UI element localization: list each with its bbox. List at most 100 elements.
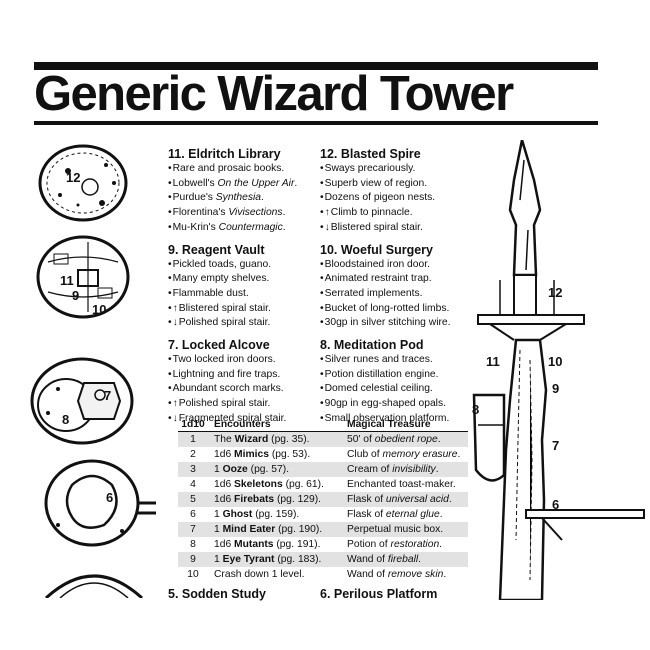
tower-label-12: 12 xyxy=(548,285,563,300)
roll-cell: 5 xyxy=(190,494,196,505)
room-section: 8. Meditation PodSilver runes and traces… xyxy=(320,337,451,427)
treasure-magic-italic: restoration xyxy=(390,539,440,550)
room-heading: 8. Meditation Pod xyxy=(320,338,424,353)
room-feature: Small observation platform. xyxy=(320,412,451,427)
room-feature: ↑Blistered spiral stair. xyxy=(168,302,297,317)
room-feature: ↑Climb to pinnacle. xyxy=(320,206,451,221)
room-feature: Superb view of region. xyxy=(320,177,451,192)
floor-plan-12-11 xyxy=(38,144,128,222)
encounter-page: (pg. 183). xyxy=(274,554,322,565)
encounter-cell: 1d6 Mimics (pg. 53). xyxy=(208,447,347,462)
feature-text: Bloodstained iron door. xyxy=(324,258,430,270)
roll-cell: 8 xyxy=(190,539,196,550)
treasure-cell: Cream of invisibility. xyxy=(347,462,468,477)
room-feature: ↓Fragmented spiral stair. xyxy=(168,412,297,427)
room-feature: Pickled toads, guano. xyxy=(168,258,297,273)
treasure-text: Cream of xyxy=(347,464,393,475)
treasure-text: Wand of xyxy=(347,569,388,580)
feature-text-end: . xyxy=(261,192,264,204)
encounter-cell: 1d6 Firebats (pg. 129). xyxy=(208,492,347,507)
feature-text: Florentina's xyxy=(172,207,229,219)
encounter-count: 1 xyxy=(214,554,223,565)
encounter-count: 1 xyxy=(214,464,223,475)
tower-label-10: 10 xyxy=(548,354,563,369)
room-feature: Bucket of long-rotted limbs. xyxy=(320,302,451,317)
tower-cross-section xyxy=(472,140,645,600)
header-encounters: Encounters xyxy=(214,419,271,430)
encounter-monster: Firebats xyxy=(234,494,275,505)
room-feature: 90gp in egg-shaped opals. xyxy=(320,397,451,412)
floor-label-12: 12 xyxy=(66,170,81,185)
treasure-text-end: . xyxy=(448,494,452,505)
treasure-text: Flask of xyxy=(347,494,386,505)
feature-text: Many empty shelves. xyxy=(172,273,270,285)
encounter-page: (pg. 191). xyxy=(273,539,321,550)
encounter-cell: 1 Ooze (pg. 57). xyxy=(208,462,347,477)
feature-text-end: . xyxy=(294,177,298,189)
section-heading-perilous-platform: 6. Perilous Platform xyxy=(320,587,438,601)
feature-text: Potion distillation engine. xyxy=(324,368,439,380)
treasure-text-end: . xyxy=(418,554,422,565)
room-feature: Flammable dust. xyxy=(168,287,297,302)
treasure-cell: Enchanted toast-maker. xyxy=(347,477,468,492)
feature-text: Rare and prosaic books. xyxy=(172,163,285,174)
treasure-text: Club of xyxy=(347,449,383,460)
header-treasure: Magical Treasure xyxy=(347,419,431,430)
floor-label-7: 7 xyxy=(104,388,112,403)
encounter-cell: 1 Mind Eater (pg. 190). xyxy=(208,522,347,537)
feature-text: Purdue's xyxy=(172,192,216,204)
encounter-count: 1d6 xyxy=(214,494,235,505)
room-feature: Two locked iron doors. xyxy=(168,353,297,368)
room-feature: Purdue's Synthesia. xyxy=(168,191,297,206)
room-feature: Mu-Krin's Countermagic. xyxy=(168,221,297,236)
encounter-cell: 1 Eye Tyrant (pg. 183). xyxy=(208,552,347,567)
room-heading: 9. Reagent Vault xyxy=(168,242,265,257)
room-feature: Rare and prosaic books. xyxy=(168,162,297,177)
encounter-count: Crash down 1 level. xyxy=(214,569,305,580)
tower-label-8: 8 xyxy=(472,402,480,417)
treasure-text: 50' of xyxy=(347,434,375,445)
feature-text: Polished spiral stair. xyxy=(178,398,271,410)
treasure-magic-italic: remove skin xyxy=(387,569,444,580)
room-heading: 12. Blasted Spire xyxy=(320,147,421,161)
treasure-text: Enchanted toast-maker. xyxy=(347,479,456,490)
treasure-cell: Potion of restoration. xyxy=(347,537,468,552)
floor-plan-6 xyxy=(44,459,156,547)
room-feature-list: Rare and prosaic books.Lobwell's On the … xyxy=(168,162,298,236)
room-feature: Lightning and fire traps. xyxy=(168,368,297,383)
room-feature: Potion distillation engine. xyxy=(320,368,451,383)
room-feature: Animated restraint trap. xyxy=(320,272,451,287)
feature-text: Flammable dust. xyxy=(172,287,249,299)
room-feature: Many empty shelves. xyxy=(168,272,297,287)
room-feature-list: Sways precariously. Superb view of region… xyxy=(320,162,451,236)
feature-text: 30gp in silver stitching wire. xyxy=(324,317,451,329)
treasure-text-end: . xyxy=(437,434,441,445)
room-section: 10. Woeful SurgeryBloodstained iron door… xyxy=(320,242,451,332)
encounter-page: (pg. 61). xyxy=(282,479,324,490)
feature-text: Sways precariously. xyxy=(324,163,416,174)
encounter-cell: Crash down 1 level. xyxy=(208,567,347,582)
feature-text: Blistered spiral stair. xyxy=(178,302,271,314)
feature-title-italic: Vivisections xyxy=(228,207,283,219)
feature-text: Abundant scorch marks. xyxy=(172,383,284,395)
tower-label-6: 6 xyxy=(552,497,560,512)
room-feature: Silver runes and traces. xyxy=(320,353,451,368)
table-header-row: 1d10 Encounters Magical Treasure xyxy=(178,417,468,432)
treasure-cell: Perpetual music box. xyxy=(347,522,468,537)
feature-text: Serrated implements. xyxy=(324,287,423,299)
floor-plan-8-7 xyxy=(30,357,134,445)
rooms-column-left: 11. Eldritch LibraryRare and prosaic boo… xyxy=(168,146,297,433)
floor-label-6: 6 xyxy=(106,490,114,505)
room-feature: ↓Blistered spiral stair. xyxy=(320,221,451,236)
section-heading-sodden-study: 5. Sodden Study xyxy=(168,587,266,601)
encounter-monster: Ooze xyxy=(222,464,248,475)
roll-cell: 10 xyxy=(187,569,199,580)
encounter-page: (pg. 35). xyxy=(268,434,310,445)
room-section: 7. Locked AlcoveTwo locked iron doors.Li… xyxy=(168,337,297,427)
